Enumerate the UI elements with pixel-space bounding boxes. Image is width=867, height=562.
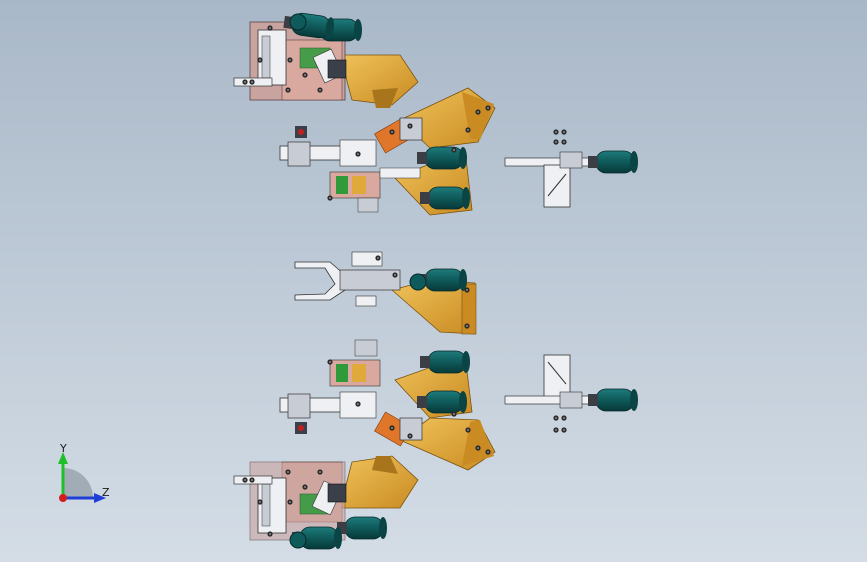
reference-triad: Y Z [58, 442, 110, 503]
center-claw-gripper-assembly[interactable] [294, 251, 477, 335]
upper-right-gripper-assembly[interactable] [504, 129, 639, 208]
triad-quadrant-shade [63, 468, 93, 498]
z-axis-label: Z [102, 486, 110, 499]
lower-right-gripper-assembly[interactable] [504, 354, 639, 433]
y-axis-arrowhead [58, 452, 68, 464]
top-fixture-assembly[interactable] [233, 10, 419, 108]
x-axis-dot [59, 494, 67, 502]
z-axis-arrowhead [94, 493, 106, 503]
bottom-fixture-assembly[interactable] [233, 455, 419, 550]
upper-clamp-row-assembly[interactable] [279, 87, 496, 216]
lower-clamp-row-assembly[interactable] [279, 339, 496, 471]
y-axis-label: Y [59, 442, 67, 455]
